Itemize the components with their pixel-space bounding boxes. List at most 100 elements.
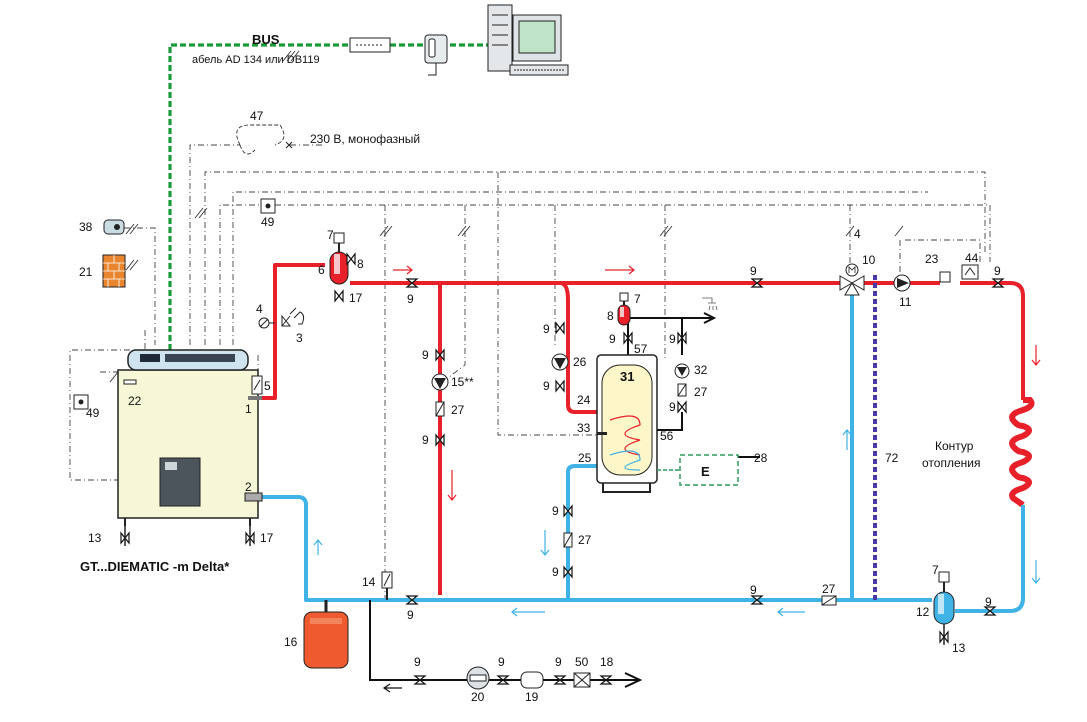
label-27d: 27 xyxy=(822,582,836,596)
drain-arrow xyxy=(382,683,402,693)
brick-wall-21 xyxy=(102,254,126,288)
label-57: 57 xyxy=(634,342,648,356)
label-9p: 9 xyxy=(414,655,421,669)
room-sensor-49-top xyxy=(260,198,276,214)
label-10: 10 xyxy=(862,253,876,267)
label-9e: 9 xyxy=(543,322,550,336)
boiler-drain-lines xyxy=(124,526,251,546)
electric-heater-label: E xyxy=(701,464,710,479)
label-9r: 9 xyxy=(555,655,562,669)
label-18: 18 xyxy=(600,655,614,669)
label-9a: 9 xyxy=(407,292,414,306)
expansion-vessel-16 xyxy=(303,600,349,669)
label-9m: 9 xyxy=(994,264,1001,278)
check-valve-27b xyxy=(677,383,687,397)
label-1: 1 xyxy=(245,402,252,416)
label-49a: 49 xyxy=(261,215,275,229)
label-50: 50 xyxy=(575,655,589,669)
label-9h: 9 xyxy=(669,332,676,346)
bus-cable xyxy=(168,43,490,350)
label-27c: 27 xyxy=(578,533,592,547)
label-7c: 7 xyxy=(932,563,939,577)
computer-icon xyxy=(487,4,569,76)
label-31: 31 xyxy=(620,369,634,384)
label-17b: 17 xyxy=(260,531,274,545)
air-separator-12 xyxy=(933,571,955,645)
label-13b: 13 xyxy=(952,641,966,655)
label-13a: 13 xyxy=(88,531,102,545)
label-8a: 8 xyxy=(357,257,364,271)
label-47: 47 xyxy=(250,109,264,123)
heating-circuit-label-2: отопления xyxy=(922,456,980,470)
label-12: 12 xyxy=(916,605,930,619)
boiler-name: GT...DIEMATIC -m Delta* xyxy=(80,559,230,574)
label-15: 15** xyxy=(451,375,474,389)
label-25: 25 xyxy=(578,451,592,465)
bus-title: BUS xyxy=(252,32,280,47)
label-9k: 9 xyxy=(552,565,559,579)
label-7b: 7 xyxy=(634,292,641,306)
cold-pipes xyxy=(262,290,1025,613)
label-33: 33 xyxy=(577,421,591,435)
dhw-tank-31 xyxy=(596,354,658,493)
room-sensor-49-left xyxy=(73,394,89,410)
label-27a: 27 xyxy=(451,403,465,417)
label-8b: 8 xyxy=(607,309,614,323)
label-38: 38 xyxy=(79,220,93,234)
label-9g: 9 xyxy=(609,332,616,346)
label-44: 44 xyxy=(965,251,979,265)
filler-14 xyxy=(381,571,393,600)
check-valve-27d xyxy=(821,595,837,606)
label-9i: 9 xyxy=(669,400,676,414)
flow-arrows xyxy=(313,265,1041,617)
label-17a: 17 xyxy=(349,291,363,305)
telephone-icon xyxy=(424,34,448,76)
pump-11 xyxy=(893,274,911,292)
bus-module xyxy=(349,37,391,53)
label-49b: 49 xyxy=(86,406,100,420)
label-4b: 4 xyxy=(854,227,861,241)
mixing-valve-10 xyxy=(839,263,865,296)
label-21: 21 xyxy=(79,265,93,279)
label-22: 22 xyxy=(128,394,142,408)
label-9b: 9 xyxy=(422,348,429,362)
switch-x xyxy=(285,141,293,149)
heating-coil xyxy=(1009,397,1035,508)
label-28: 28 xyxy=(754,451,768,465)
label-4: 4 xyxy=(256,302,263,316)
outdoor-sensor-38 xyxy=(103,219,125,235)
label-9n: 9 xyxy=(750,583,757,597)
label-23: 23 xyxy=(925,252,939,266)
control-wiring xyxy=(69,144,991,600)
switch-47 xyxy=(236,124,285,155)
filter-19 xyxy=(520,671,544,689)
dhw-recirc-pipe xyxy=(657,412,683,431)
label-20: 20 xyxy=(471,690,485,704)
label-6: 6 xyxy=(318,263,325,277)
pump-32 xyxy=(674,363,690,379)
label-9f: 9 xyxy=(543,379,550,393)
label-9o: 9 xyxy=(985,595,992,609)
supply-lines xyxy=(369,312,760,688)
power-label: 230 В, монофазный xyxy=(310,132,420,146)
label-72: 72 xyxy=(885,451,899,465)
thermostat-44 xyxy=(961,264,979,280)
label-19: 19 xyxy=(525,690,539,704)
label-9d: 9 xyxy=(407,608,414,622)
check-valve-27a xyxy=(435,401,445,417)
label-14: 14 xyxy=(362,575,376,589)
label-16: 16 xyxy=(284,635,298,649)
labels: BUS абель AD 134 или DB119 230 В, монофа… xyxy=(79,32,1001,704)
heating-circuit-label-1: Контур xyxy=(935,439,974,453)
label-56: 56 xyxy=(660,429,674,443)
pump-15 xyxy=(431,373,449,391)
label-24: 24 xyxy=(577,393,591,407)
label-9q: 9 xyxy=(498,655,505,669)
label-11: 11 xyxy=(899,295,912,309)
label-26: 26 xyxy=(573,355,587,369)
cable-slashes xyxy=(109,50,904,383)
hot-pipes xyxy=(258,263,1025,595)
bus-cable-label: абель AD 134 или DB119 xyxy=(192,54,320,66)
safety-group xyxy=(258,307,305,329)
